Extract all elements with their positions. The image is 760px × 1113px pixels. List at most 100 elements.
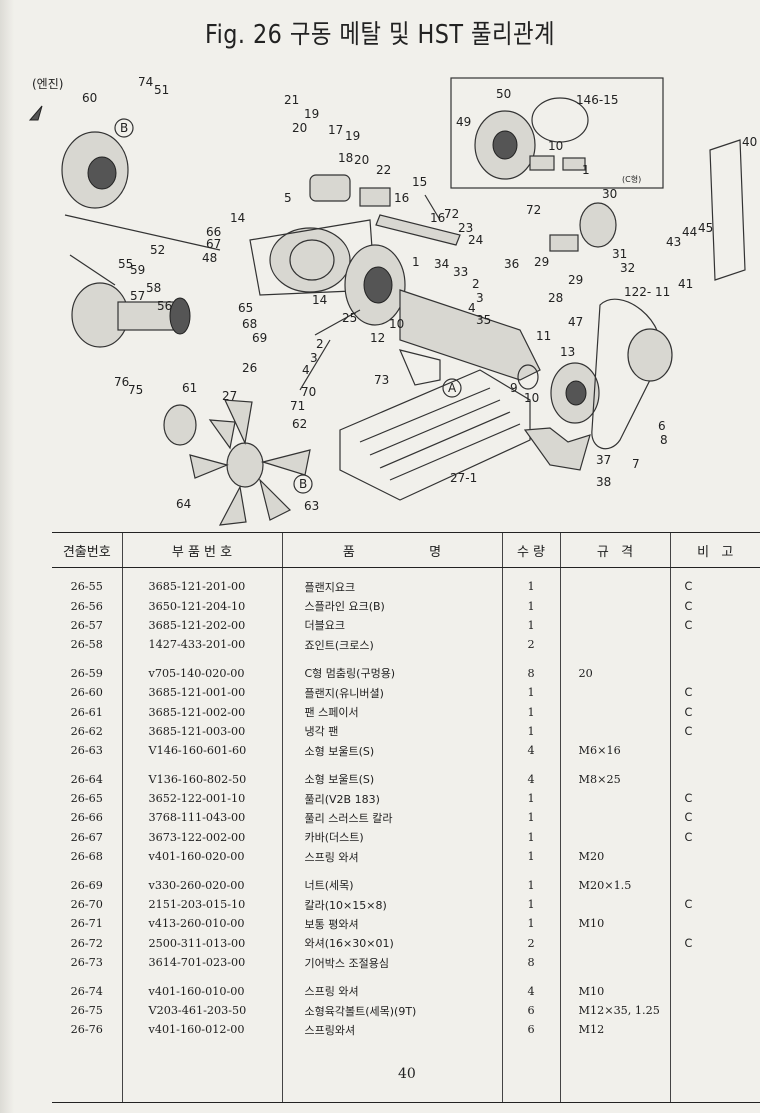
svg-text:31: 31 xyxy=(612,247,627,261)
remark-cell: C xyxy=(669,933,760,954)
engine-flange-hub xyxy=(87,156,117,190)
qty-cell: 1 xyxy=(501,875,560,895)
svg-text:57: 57 xyxy=(130,289,145,303)
qty-cell: 2 xyxy=(501,635,560,655)
svg-text:68: 68 xyxy=(242,317,257,331)
part-no-cell: v330-260-020-00 xyxy=(121,875,282,895)
svg-text:20: 20 xyxy=(292,121,307,135)
qty-cell: 8 xyxy=(501,953,560,973)
gearbox-bracket xyxy=(398,349,441,386)
svg-text:29: 29 xyxy=(534,255,549,269)
qty-cell: 8 xyxy=(501,663,560,683)
svg-text:43: 43 xyxy=(666,235,681,249)
svg-text:70: 70 xyxy=(301,385,316,399)
part-name-cell: 소형 보울트(S) xyxy=(281,769,502,789)
ref-no-cell: 26-73 xyxy=(70,956,103,970)
svg-text:49: 49 xyxy=(456,115,471,129)
part-no-cell: v401-160-020-00 xyxy=(121,847,282,867)
part-no-cell: 3768-111-043-00 xyxy=(121,808,282,828)
part-no-cell: 3673-122-002-00 xyxy=(121,827,282,848)
remark-cell: C xyxy=(669,721,760,742)
remark-cell: C xyxy=(669,827,760,848)
svg-text:75: 75 xyxy=(128,383,143,397)
ref-b-circle-bottom xyxy=(293,474,313,494)
svg-text:12: 12 xyxy=(370,331,385,345)
header-part-no: 부 품 번 호 xyxy=(121,532,282,568)
qty-cell: 1 xyxy=(501,721,560,742)
svg-text:7: 7 xyxy=(632,457,640,471)
svg-text:14: 14 xyxy=(312,293,327,307)
part-no-cell: v413-260-010-00 xyxy=(121,914,282,934)
spec-cell xyxy=(559,635,670,655)
svg-text:60: 60 xyxy=(82,91,97,105)
svg-text:22: 22 xyxy=(376,163,391,177)
svg-text:56: 56 xyxy=(157,299,172,313)
svg-text:29: 29 xyxy=(568,273,583,287)
svg-text:63: 63 xyxy=(304,499,319,513)
svg-text:58: 58 xyxy=(146,281,161,295)
svg-text:16: 16 xyxy=(394,191,409,205)
spec-cell: 20 xyxy=(559,663,670,683)
svg-text:6: 6 xyxy=(658,419,666,433)
spline-yoke xyxy=(117,301,179,331)
ref-no-cell: 26-61 xyxy=(70,705,103,719)
spec-cell: M6×16 xyxy=(559,741,670,761)
svg-text:24: 24 xyxy=(468,233,483,247)
part-no-cell: 3652-122-001-10 xyxy=(121,788,282,809)
arm-bolt xyxy=(424,194,441,221)
header-ref-no: 견출번호 xyxy=(52,532,122,568)
svg-text:30: 30 xyxy=(602,187,617,201)
part-no-cell: v705-140-020-00 xyxy=(121,663,282,683)
spec-cell: M20×1.5 xyxy=(559,875,670,895)
page-number: 40 xyxy=(398,1066,416,1082)
svg-text:28: 28 xyxy=(548,291,563,305)
svg-text:3: 3 xyxy=(310,351,318,365)
svg-text:23: 23 xyxy=(458,221,473,235)
group-spacer xyxy=(52,654,760,664)
svg-text:8: 8 xyxy=(660,433,668,447)
hst-collar xyxy=(517,364,539,390)
table-filler-row xyxy=(52,1039,760,1103)
tensioner-30 xyxy=(579,202,617,248)
part-no-cell: 3650-121-204-10 xyxy=(121,596,282,616)
svg-text:64: 64 xyxy=(176,497,191,511)
svg-text:14: 14 xyxy=(230,211,245,225)
svg-text:11: 11 xyxy=(536,329,551,343)
qty-cell: 1 xyxy=(501,808,560,828)
svg-text:45: 45 xyxy=(698,221,713,235)
remark-cell xyxy=(669,981,760,1001)
svg-text:47: 47 xyxy=(568,315,583,329)
gearbox-shaft-housing xyxy=(399,289,541,381)
svg-text:50: 50 xyxy=(496,87,511,101)
part-name-cell: 플랜지(유니버셜) xyxy=(281,682,502,703)
spec-cell: M10 xyxy=(559,981,670,1001)
group-spacer xyxy=(52,972,760,982)
part-no-cell: v401-160-012-00 xyxy=(121,1020,282,1040)
part-name-cell: 보통 평와셔 xyxy=(281,914,502,934)
svg-text:36: 36 xyxy=(504,257,519,271)
spec-cell xyxy=(559,721,670,742)
remark-cell: C xyxy=(669,788,760,809)
spec-cell: M8×25 xyxy=(559,769,670,789)
svg-text:34: 34 xyxy=(434,257,449,271)
part-callouts: (엔진) 60 74 51 B 21 19 20 17 19 18 20 22 … xyxy=(32,75,757,513)
part-no-cell: 2500-311-013-00 xyxy=(121,933,282,954)
part-name-cell: 스프링 와셔 xyxy=(281,847,502,867)
svg-text:B: B xyxy=(120,121,128,135)
leader-lines-left xyxy=(64,214,221,286)
part-no-cell: 3685-121-003-00 xyxy=(121,721,282,742)
svg-text:4: 4 xyxy=(468,301,476,315)
svg-text:48: 48 xyxy=(202,251,217,265)
